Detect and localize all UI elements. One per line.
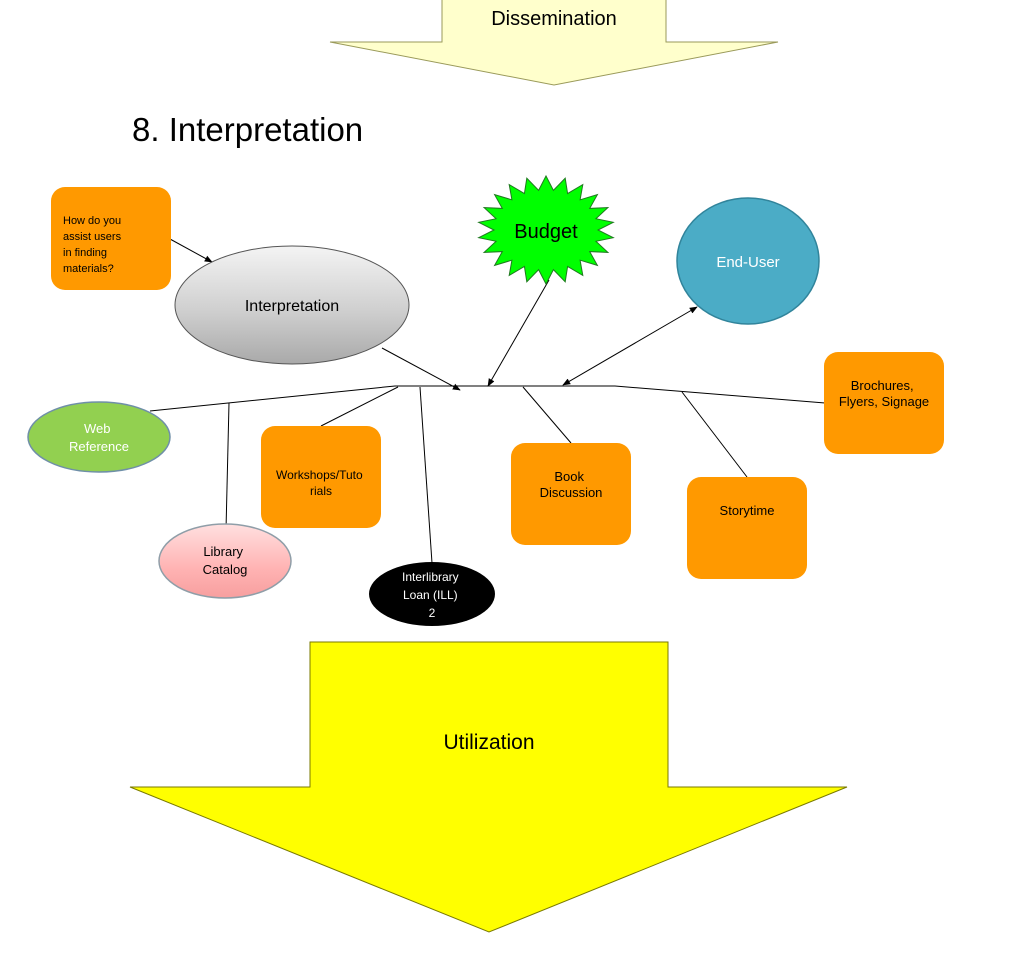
interlibrary-loan-node: Interlibrary Loan (ILL) 2 [369, 562, 495, 626]
question-line-2: assist users [63, 231, 122, 243]
brochures-line-1: Brochures, [851, 378, 914, 393]
brochures-line-2: Flyers, Signage [839, 394, 929, 409]
brochures-node: Brochures, Flyers, Signage [824, 352, 944, 454]
branch-library-catalog [225, 402, 230, 531]
end-user-node-label: End-User [716, 254, 779, 271]
arrow-budget-to-spine [487, 279, 550, 387]
branch-interlibrary-loan [419, 386, 433, 564]
workshops-shape [261, 426, 381, 528]
arrow-interpretation-to-spine [381, 347, 461, 391]
web-reference-line-2: Reference [69, 439, 129, 454]
interlibrary-loan-line-2: Loan (ILL) [403, 588, 458, 602]
library-catalog-line-2: Catalog [203, 562, 248, 577]
question-line-4: materials? [63, 263, 114, 275]
interlibrary-loan-line-3: 2 [429, 606, 436, 620]
book-discussion-shape [511, 443, 631, 545]
library-catalog-shape [158, 523, 292, 599]
dissemination-arrow-shape [329, 0, 779, 86]
budget-star-shape [477, 174, 615, 286]
arrow-question-to-interpretation [169, 238, 213, 263]
web-reference-text: Web Reference [69, 421, 129, 454]
interpretation-node: Interpretation [174, 245, 410, 365]
question-box-text: How do you assist users in finding mater… [63, 215, 124, 275]
storytime-text: Storytime [720, 503, 775, 518]
web-reference-node: Web Reference [27, 401, 171, 473]
book-discussion-node: Book Discussion [511, 443, 631, 545]
library-catalog-node: Library Catalog [158, 523, 292, 599]
arrows [169, 238, 698, 391]
interlibrary-loan-line-1: Interlibrary [402, 570, 459, 584]
budget-node-label: Budget [514, 221, 578, 243]
utilization-label: Utilization [443, 731, 534, 754]
arrow-enduser-spine [562, 306, 698, 386]
utilization-arrow-shape [129, 641, 848, 933]
workshops-node: Workshops/Tuto rials [261, 426, 381, 528]
storytime-shape [687, 477, 807, 579]
question-box-shape [51, 187, 171, 290]
workshops-line-2: rials [310, 484, 332, 498]
brochures-text: Brochures, Flyers, Signage [839, 378, 929, 409]
question-line-1: How do you [63, 215, 121, 227]
brochures-shape [824, 352, 944, 454]
interpretation-node-label: Interpretation [245, 298, 339, 315]
branch-storytime [681, 391, 748, 478]
book-discussion-line-1: Book [554, 469, 584, 484]
library-catalog-line-1: Library [203, 544, 243, 559]
book-discussion-line-2: Discussion [540, 485, 603, 500]
interlibrary-loan-shape [369, 562, 495, 626]
question-line-3: in finding [63, 247, 107, 259]
web-reference-line-1: Web [84, 421, 111, 436]
connector-lines [149, 385, 826, 564]
workshops-text: Workshops/Tuto rials [276, 468, 366, 498]
question-box: How do you assist users in finding mater… [51, 187, 171, 290]
interlibrary-loan-text: Interlibrary Loan (ILL) 2 [402, 570, 462, 620]
page-title: 8. Interpretation [132, 111, 363, 148]
branch-workshops [320, 386, 399, 427]
library-catalog-text: Library Catalog [203, 544, 248, 577]
storytime-node: Storytime [687, 477, 807, 579]
dissemination-label: Dissemination [491, 8, 617, 30]
budget-node: Budget [477, 174, 615, 286]
utilization-arrow: Utilization [129, 641, 848, 933]
web-reference-shape [27, 401, 171, 473]
end-user-node-shape [676, 197, 820, 325]
workshops-line-1: Workshops/Tuto [276, 468, 363, 482]
storytime-line-1: Storytime [720, 503, 775, 518]
book-discussion-text: Book Discussion [540, 469, 603, 500]
interpretation-node-shape [174, 245, 410, 365]
end-user-node: End-User [676, 197, 820, 325]
dissemination-arrow: Dissemination [329, 0, 779, 86]
branch-book-discussion [522, 386, 572, 444]
spine-line [149, 385, 826, 412]
